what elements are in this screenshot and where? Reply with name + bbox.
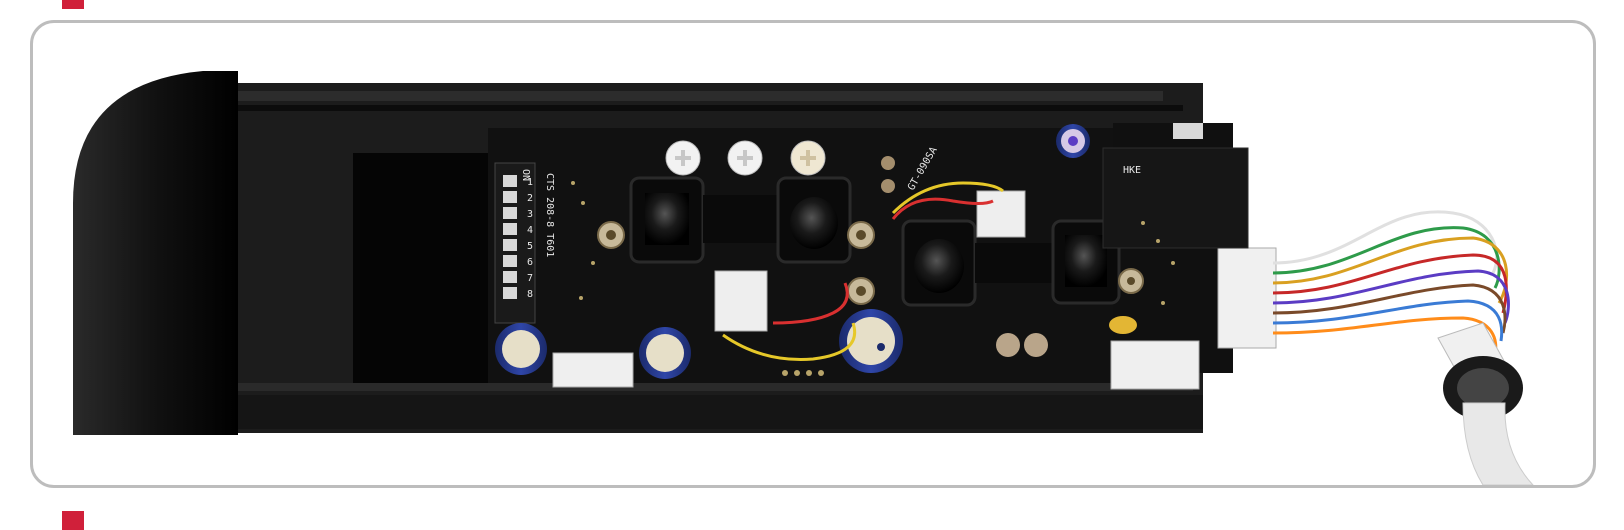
dip-switch-number: 3 [527,209,533,220]
top-rail [223,91,1163,101]
pcb-tab [1173,123,1203,139]
top-rail-groove [223,105,1183,111]
dip-switch-number: 6 [527,257,533,268]
end-cap [73,71,238,435]
mounting-screws [597,221,1144,305]
sensor-photo: ON CTS 208-8 T601 [73,71,1534,485]
solder-pads [571,181,1175,376]
wire-header [1217,247,1277,349]
bottom-rail-lower [213,395,1203,429]
dip-switch-number: 4 [527,225,533,236]
bottom-rail [223,383,1193,391]
wire-bundle [1272,210,1510,354]
circuit-board: ON CTS 208-8 T601 [488,123,1277,390]
dip-switch-number: 1 [527,177,533,188]
dip-switch-number: 2 [527,193,533,204]
dip-switch [494,162,536,324]
dip-switch-number: 5 [527,241,533,252]
cropped-heading [100,0,300,6]
internal-wires [722,181,1004,361]
relay-label: HKE [1123,165,1141,176]
cable [1462,402,1534,485]
optical-sensors [629,176,1121,307]
section-marker-bottom [62,511,84,530]
dip-switch-on-label: ON [520,169,531,181]
dip-switch-part-label: CTS 208-8 T601 [544,173,555,257]
white-connectors [552,190,1277,390]
section-marker-top [62,0,84,9]
dip-switch-number: 7 [527,273,533,284]
photo-frame: ON CTS 208-8 T601 [30,20,1596,488]
nylon-screws [665,140,826,176]
cable-gland [1437,322,1534,485]
relay: HKE [1102,147,1249,249]
dip-switch-number: 8 [527,289,533,300]
housing-window [353,153,503,383]
resistors [881,156,1137,357]
